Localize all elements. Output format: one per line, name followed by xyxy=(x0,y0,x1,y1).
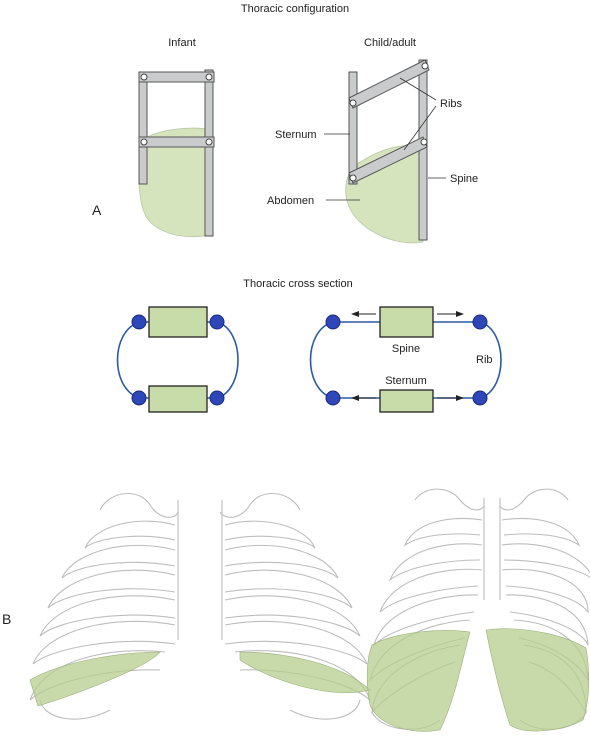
adult-sternum-block xyxy=(379,389,434,413)
cross-section-title: Thoracic cross section xyxy=(243,278,352,290)
spine-label: Spine xyxy=(450,173,478,185)
cross-spine-label: Spine xyxy=(392,343,420,355)
infant-spine-bar xyxy=(204,69,214,237)
ribs-label: Ribs xyxy=(440,98,463,110)
infant-costal-joint xyxy=(209,314,225,330)
infant-diaphragm-right xyxy=(239,651,371,693)
adult-costal-joint xyxy=(472,390,488,406)
infant-diagram: Infant xyxy=(138,37,215,238)
adult-diagram: Child/adult Ribs Sternum Spine Abdomen xyxy=(267,37,478,244)
ribs-leader-lower xyxy=(403,105,437,151)
infant-sternum-outline xyxy=(177,500,223,640)
adult-joint xyxy=(420,138,428,146)
adult-costal-joint xyxy=(325,314,341,330)
infant-clavicle xyxy=(99,492,179,518)
infant-costal-joint xyxy=(131,390,147,406)
adult-label: Child/adult xyxy=(364,37,416,49)
adult-joint xyxy=(421,62,429,70)
infant-lower-rib xyxy=(138,136,215,148)
adult-diaphragm-left xyxy=(366,630,471,732)
infant-costal-joint xyxy=(209,390,225,406)
adult-spine-block xyxy=(379,306,434,338)
infant-joint xyxy=(140,73,148,81)
adult-costal-joint xyxy=(472,314,488,330)
cross-rib-label: Rib xyxy=(476,354,493,366)
infant-rib-cage xyxy=(29,492,371,720)
infant-sternum-bar xyxy=(138,71,148,185)
infant-sternum-block xyxy=(148,385,208,413)
panel-b-letter: B xyxy=(2,611,11,627)
adult-rib-cage xyxy=(366,488,590,732)
infant-joint xyxy=(205,73,213,81)
infant-right-ribs xyxy=(224,520,371,720)
infant-clavicle xyxy=(219,492,301,518)
infant-joint xyxy=(140,138,148,146)
infant-label: Infant xyxy=(168,37,196,49)
adult-costal-joint xyxy=(325,390,341,406)
abdomen-label: Abdomen xyxy=(267,195,314,207)
configuration-title: Thoracic configuration xyxy=(241,3,349,15)
adult-joint xyxy=(349,99,357,107)
adult-diaphragm-right xyxy=(485,628,589,732)
infant-abdomen xyxy=(138,127,214,238)
infant-upper-rib xyxy=(138,71,215,83)
adult-sternum-bar xyxy=(348,71,358,185)
ribs-leader-upper xyxy=(399,77,437,101)
infant-joint xyxy=(205,138,213,146)
adult-clavicle xyxy=(499,488,569,511)
infant-spine-block xyxy=(148,306,208,338)
sternum-label: Sternum xyxy=(275,129,317,141)
cross-sternum-label: Sternum xyxy=(385,375,427,387)
panel-a-letter: A xyxy=(92,202,102,218)
adult-joint xyxy=(349,174,357,182)
adult-cross-section: Spine Rib Sternum xyxy=(309,306,502,413)
infant-cross-section xyxy=(116,306,239,413)
adult-clavicle xyxy=(414,488,485,511)
infant-diaphragm-left xyxy=(29,651,161,707)
adult-upper-rib xyxy=(348,59,430,109)
infant-costal-joint xyxy=(131,314,147,330)
adult-sternum-outline xyxy=(483,498,501,600)
